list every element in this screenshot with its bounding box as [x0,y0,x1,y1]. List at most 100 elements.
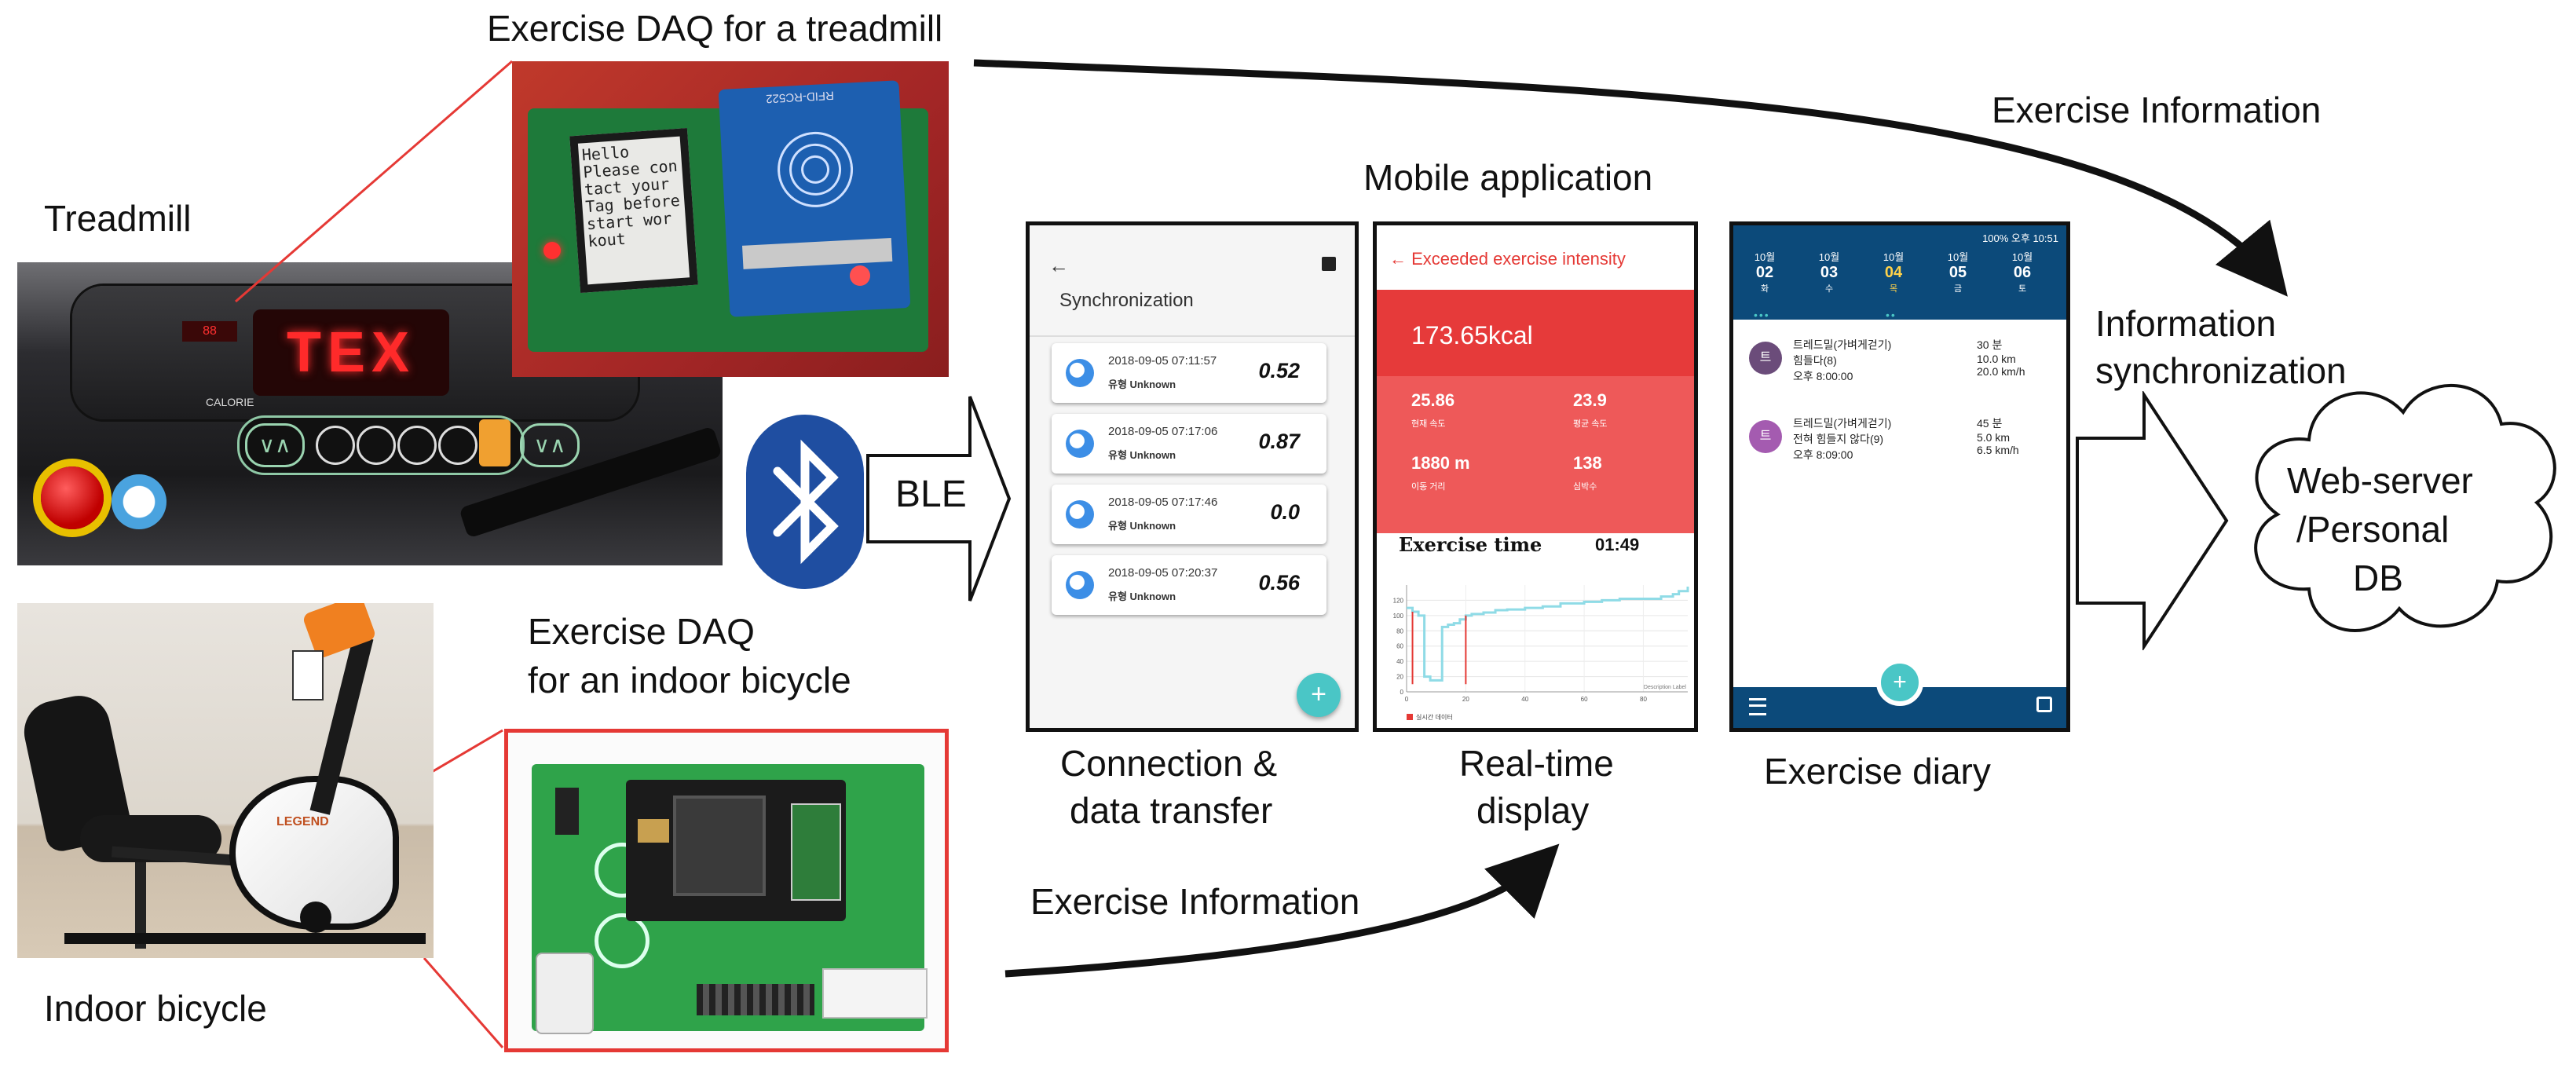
chart-description-label: Description Label [1644,685,1687,690]
stat-label: 평균 속도 [1573,419,1608,429]
diary-entry[interactable]: 트레드밀(가벼게걷기) 힘들다(8) 오후 8:00:00 [1793,337,1891,384]
emergency-stop-icon [41,466,104,529]
calendar-day-selected[interactable]: 10월 04 목 [1870,249,1917,294]
sync-screen: ← Synchronization 2018-09-05 07:11:57 유형… [1026,221,1359,732]
day-month: 10월 [1754,251,1776,263]
caption-connection-2: data transfer [1070,790,1273,831]
caption-realtime-1: Real-time [1459,743,1614,784]
record-value: 0.56 [1258,571,1300,594]
day-month: 10월 [2011,251,2033,263]
y-tick-label: 60 [1396,643,1403,650]
caption-realtime-2: display [1476,790,1590,831]
small-display: 88 [182,321,237,342]
x-tick-label: 40 [1521,696,1528,703]
x-tick-label: 20 [1462,696,1469,703]
stats-panel [1377,376,1694,533]
calendar-day[interactable]: 10월 06 토 [1999,249,2046,294]
ble-label: BLE [895,474,967,515]
exercise-info-label-top: Exercise Information [1992,90,2322,130]
record-date: 2018-09-05 07:11:57 [1108,354,1217,368]
calendar-icon[interactable] [2036,697,2052,712]
entry-value: 5.0 km [1977,431,2011,444]
entry-line: 오후 8:09:00 [1793,448,1853,461]
record-icon [1066,571,1094,599]
exercise-time-label: Exercise time [1399,533,1542,556]
record-icon [1066,430,1094,458]
day-date: 03 [1820,264,1839,281]
stat-value: 138 [1573,453,1602,473]
y-tick-label: 100 [1393,613,1404,620]
add-button[interactable]: + [1297,673,1341,717]
preset-button-2 [357,426,396,465]
daq-bicycle-label-2: for an indoor bicycle [528,660,851,700]
orange-button [479,419,510,466]
treadmill-red-display: TEX [253,309,449,396]
cloud-label-2: /Personal [2296,509,2450,550]
sync-record[interactable]: 2018-09-05 07:20:37 유형 Unknown 0.56 [1052,555,1326,615]
day-date: 05 [1948,264,1967,281]
record-type: 유형 Unknown [1108,591,1176,602]
day-date: 04 [1884,264,1903,281]
status-led-icon [850,265,870,286]
calendar-day[interactable]: 10월 05 금 [1934,249,1981,294]
daq-treadmill-label: Exercise DAQ for a treadmill [487,8,943,49]
record-date: 2018-09-05 07:17:46 [1108,496,1218,509]
bluetooth-icon [746,415,864,589]
diary-entry[interactable]: 트레드밀(가벼게걷기) 전혀 힘들지 않다(9) 오후 8:09:00 [1793,415,1891,463]
stat-value: 25.86 [1411,390,1455,410]
kcal-panel [1377,290,1694,376]
add-entry-button[interactable]: + [1876,659,1923,706]
record-value: 0.0 [1270,500,1300,524]
day-date: 06 [2013,264,2032,281]
realtime-screen: ← Exceeded exercise intensity 173.65kcal… [1373,221,1698,732]
exercise-time-value: 01:49 [1595,535,1640,554]
calendar-day[interactable]: 10월 02 화 [1741,249,1788,294]
record-icon [1066,359,1094,387]
y-tick-label: 0 [1400,689,1404,696]
bicycle-brand: LEGEND [276,815,329,828]
day-date: 02 [1755,264,1774,281]
back-arrow-icon[interactable]: ← [1048,254,1069,277]
diary-entry-values: 30 분 10.0 km 20.0 km/h [1977,337,2025,378]
preset-button-1 [316,426,355,465]
exercise-info-label-bottom: Exercise Information [1030,881,1360,922]
diary-entry-values: 45 분 5.0 km 6.5 km/h [1977,415,2019,456]
save-icon[interactable] [1322,257,1336,271]
day-weekday: 금 [1953,284,1963,294]
info-sync-label-2: synchronization [2095,350,2347,391]
legend-swatch [1407,714,1413,720]
cloud-label-1: Web-server [2287,460,2473,501]
day-month: 10월 [1883,251,1905,263]
entry-line: 힘들다(8) [1793,354,1837,367]
sync-record[interactable]: 2018-09-05 07:17:06 유형 Unknown 0.87 [1052,414,1326,474]
preset-button-3 [397,426,437,465]
entry-line: 트레드밀(가벼게걷기) [1793,417,1892,430]
entry-value: 6.5 km/h [1977,444,2019,456]
exceeded-intensity-header[interactable]: ← Exceeded exercise intensity [1389,249,1626,269]
ble-arrow [866,396,1012,602]
kcal-value: 173.65kcal [1411,321,1533,349]
entry-value: 30 분 [1977,338,2003,351]
record-type: 유형 Unknown [1108,520,1176,532]
stat-label: 이동 거리 [1411,482,1446,492]
indoor-bicycle-photo: LEGEND [17,603,434,958]
entry-line: 트레드밀(가벼게걷기) [1793,338,1892,351]
sync-title: Synchronization [1059,290,1194,311]
treadmill-label: Treadmill [44,198,192,239]
record-type: 유형 Unknown [1108,449,1176,461]
callout-line-treadmill [235,60,513,303]
sync-record[interactable]: 2018-09-05 07:11:57 유형 Unknown 0.52 [1052,343,1326,403]
diary-badge: 트 [1749,342,1782,375]
calendar-day[interactable]: 10월 03 수 [1806,249,1853,294]
sync-record[interactable]: 2018-09-05 07:17:46 유형 Unknown 0.0 [1052,485,1326,544]
speed-button: ∨∧ [245,423,305,467]
event-dots: ••• [1754,309,1770,321]
exercise-info-arrow-bottom [1004,843,1560,978]
x-tick-label: 0 [1405,696,1409,703]
menu-icon[interactable] [1749,698,1766,715]
y-tick-label: 40 [1396,658,1403,665]
record-value: 0.52 [1258,359,1300,382]
record-value: 0.87 [1258,430,1300,453]
